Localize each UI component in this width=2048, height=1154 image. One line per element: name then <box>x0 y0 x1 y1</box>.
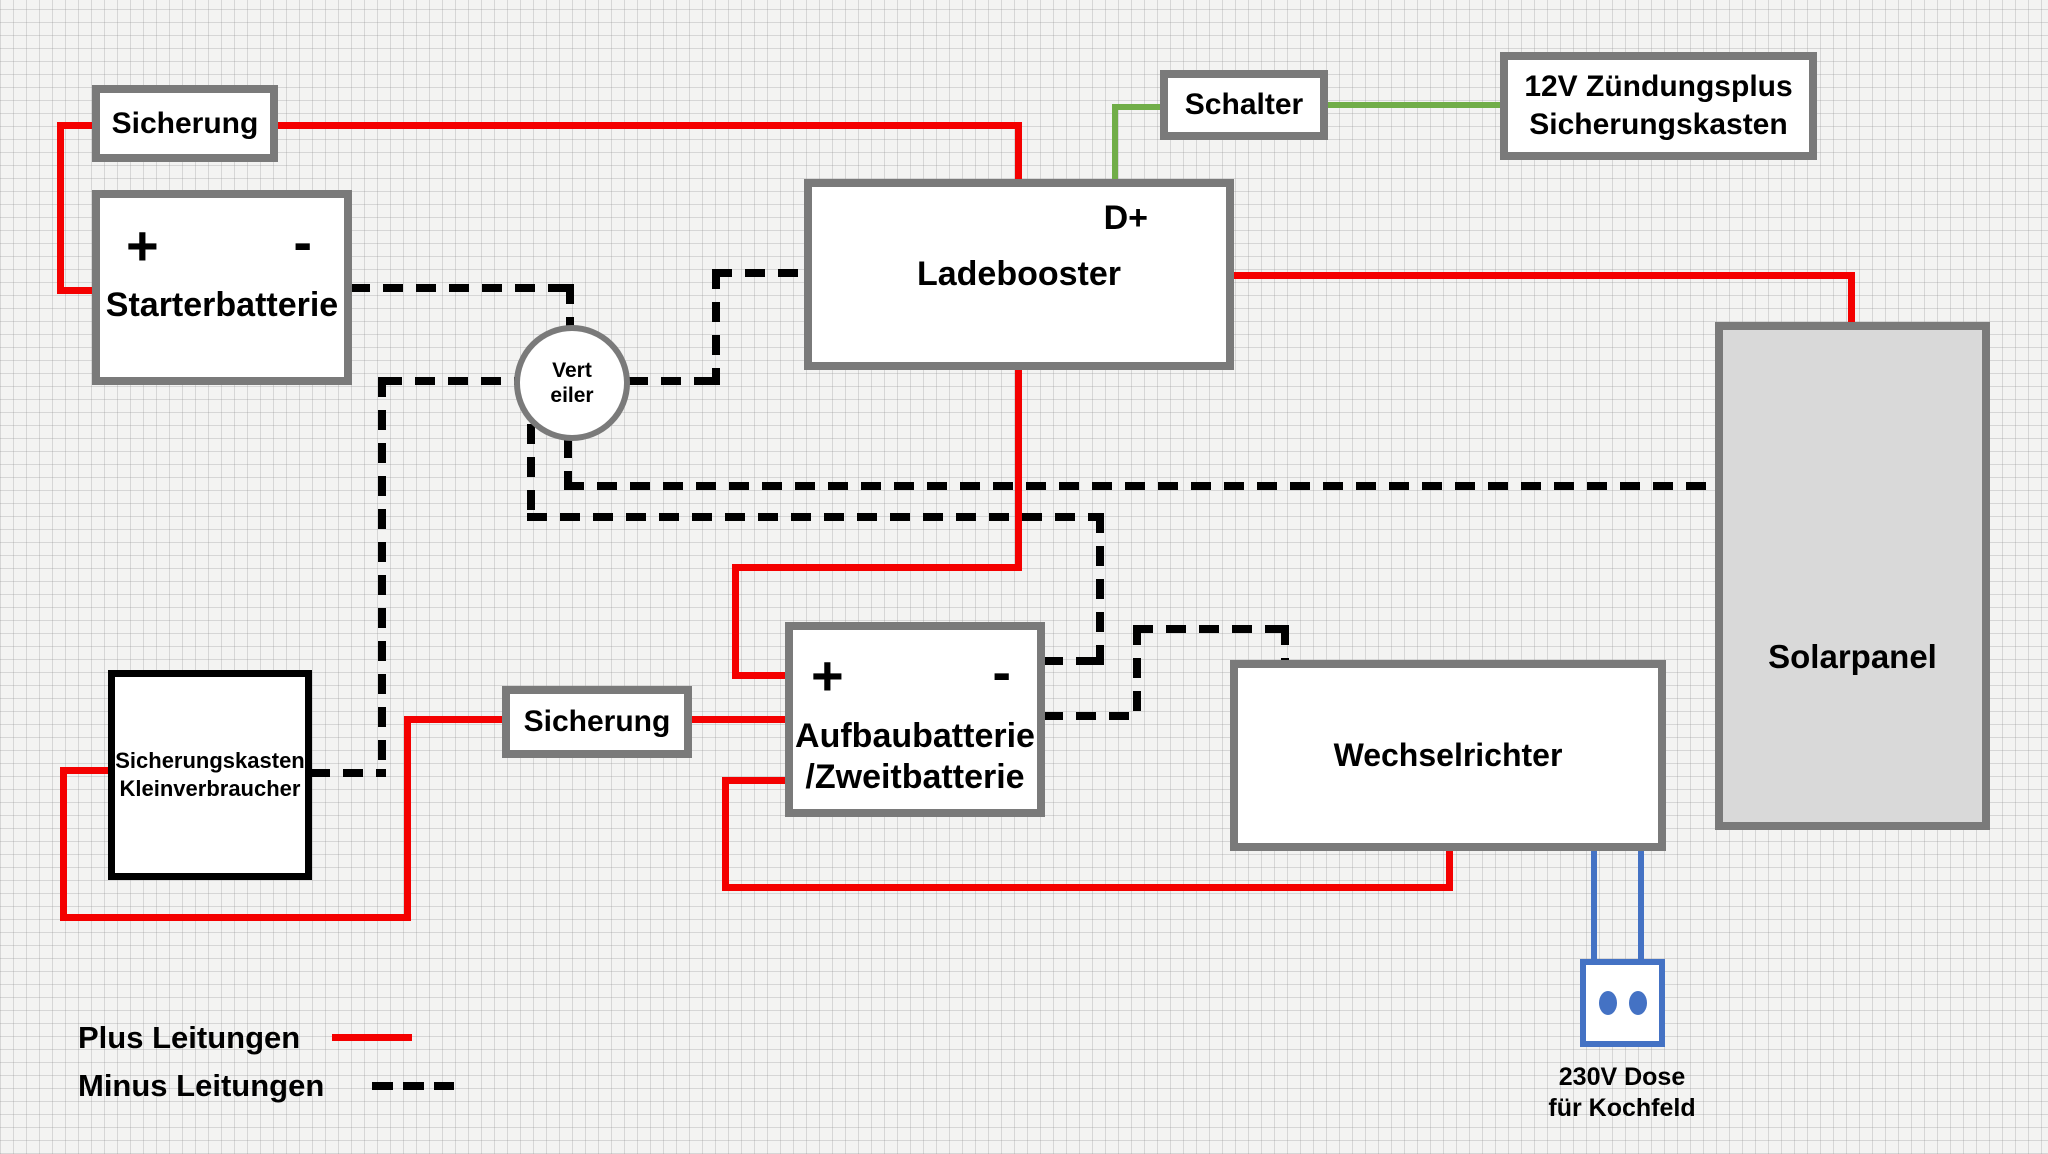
plus-wire-consumerbox-riser <box>60 767 67 921</box>
house-battery-line2: /Zweitbatterie <box>805 758 1025 796</box>
plus-wire-battery-to-inverter-v <box>722 777 729 891</box>
plus-wire-battery-to-inverter-h <box>722 884 1453 891</box>
fuse-bottom-box: Sicherung <box>502 686 692 758</box>
plus-wire-booster-to-battery-v <box>732 564 739 679</box>
legend-plus-label: Plus Leitungen <box>78 1020 301 1055</box>
minus-wire-to-booster-v <box>712 269 720 385</box>
ignition-wire-switch-to-fusebox <box>1324 102 1504 108</box>
house-battery-line1: Aufbaubatterie <box>795 717 1035 755</box>
plus-wire-left-riser <box>57 122 64 294</box>
small-consumer-fuse-box-line2: Kleinverbraucher <box>119 776 301 801</box>
plus-wire-booster-bottom-drop <box>1015 366 1022 571</box>
socket-230v <box>1580 959 1665 1047</box>
distributor-line1: Vert <box>552 359 592 382</box>
plus-wire-battery-lower-exit <box>722 777 790 784</box>
switch-label: Schalter <box>1184 88 1304 121</box>
plus-wire-booster-to-battery-h <box>732 564 1022 571</box>
house-battery-label: Aufbaubatterie /Zweitbatterie <box>793 716 1037 798</box>
house-battery-minus-terminal: - <box>992 640 1011 703</box>
minus-wire-to-house-battery-v <box>1096 513 1104 665</box>
socket-caption-line2: für Kochfeld <box>1548 1094 1696 1122</box>
starter-battery-minus-terminal: - <box>293 210 312 273</box>
switch-box: Schalter <box>1160 70 1328 140</box>
charge-booster-dplus-terminal: D+ <box>1103 199 1148 237</box>
distributor-node: Vert eiler <box>514 325 630 441</box>
distributor-label: Vert eiler <box>550 358 593 408</box>
ignition-fuse-box-label: 12V Zündungsplus Sicherungskasten <box>1524 68 1792 144</box>
small-consumer-fuse-box: Sicherungskasten Kleinverbraucher <box>108 670 312 880</box>
plus-wire-into-booster-top <box>1015 122 1022 184</box>
plus-wire-into-solar-top <box>1848 272 1855 326</box>
plus-wire-into-starter-battery <box>57 287 99 294</box>
house-battery-plus-terminal: + <box>811 644 844 707</box>
socket-pin-left-icon <box>1598 991 1617 1015</box>
minus-wire-battery-to-inverter-v <box>1133 625 1141 720</box>
solar-panel: Solarpanel <box>1715 322 1990 830</box>
fuse-top-label: Sicherung <box>111 106 259 140</box>
solar-panel-label: Solarpanel <box>1768 638 1937 675</box>
socket-230v-caption: 230V Dose für Kochfeld <box>1527 1062 1717 1124</box>
minus-wire-house-battery-lower-exit <box>1043 712 1141 720</box>
minus-wire-into-consumerbox <box>310 769 386 777</box>
fuse-bottom-label: Sicherung <box>523 705 671 738</box>
starter-battery-box: + - Starterbatterie <box>92 190 352 385</box>
legend-plus-line-sample <box>332 1034 412 1041</box>
minus-wire-distributor-bottomleft-drop <box>527 424 535 521</box>
minus-wire-into-house-battery-upper <box>1043 657 1104 665</box>
distributor-line2: eiler <box>550 384 594 407</box>
charge-booster-label: Ladebooster <box>916 255 1122 293</box>
socket-pin-right-icon <box>1628 991 1647 1015</box>
minus-wire-to-consumerbox-v <box>378 377 386 777</box>
minus-wire-to-solarpanel <box>564 482 1717 490</box>
ignition-wire-booster-to-switch <box>1112 104 1164 110</box>
minus-wire-into-distributor-top <box>566 284 574 329</box>
minus-wire-into-inverter-top <box>1281 625 1289 665</box>
ignition-fuse-box-line2: Sicherungskasten <box>1529 108 1788 141</box>
ignition-wire-into-booster <box>1112 104 1118 184</box>
plus-wire-booster-to-solar-h <box>1228 272 1855 279</box>
plus-wire-into-consumerbox <box>60 767 112 774</box>
house-battery-box: + - Aufbaubatterie /Zweitbatterie <box>785 622 1045 817</box>
inverter-label: Wechselrichter <box>1333 737 1563 773</box>
plus-wire-top-main <box>57 122 1022 129</box>
small-consumer-fuse-box-line1: Sicherungskasten <box>115 748 305 773</box>
starter-battery-label: Starterbatterie <box>105 286 339 324</box>
socket-caption-line1: 230V Dose <box>1558 1063 1686 1091</box>
ignition-fuse-box: 12V Zündungsplus Sicherungskasten <box>1500 52 1817 160</box>
minus-wire-to-house-battery-h <box>527 513 1104 521</box>
plus-wire-into-house-battery-plus <box>732 672 792 679</box>
legend-minus-line-sample <box>372 1082 454 1090</box>
minus-wire-battery-to-inverter-h <box>1133 625 1289 633</box>
small-consumer-fuse-box-label: Sicherungskasten Kleinverbraucher <box>115 747 305 803</box>
minus-wire-into-booster-left <box>712 269 806 277</box>
ignition-fuse-box-line1: 12V Zündungsplus <box>1524 70 1793 103</box>
ac-wire-right <box>1638 851 1644 963</box>
minus-wire-starter-to-distributor-h <box>350 284 578 292</box>
plus-wire-into-inverter-bottom <box>1446 848 1453 891</box>
plus-wire-fuse2-to-battery <box>688 716 792 723</box>
minus-wire-distributor-right-stub <box>628 377 720 385</box>
ac-wire-left <box>1591 851 1597 963</box>
starter-battery-plus-terminal: + <box>126 214 159 277</box>
minus-wire-distributor-bottom-drop <box>564 438 572 490</box>
charge-booster-box: D+ Ladebooster <box>804 179 1234 370</box>
inverter-box: Wechselrichter <box>1230 660 1666 851</box>
plus-wire-bottom-riser <box>404 716 411 921</box>
plus-wire-riser-to-fuse2 <box>404 716 506 723</box>
fuse-top-box: Sicherung <box>92 85 278 162</box>
plus-wire-bottom-left-h <box>60 914 411 921</box>
legend-minus-label: Minus Leitungen <box>78 1068 325 1103</box>
minus-wire-distributor-left-stub <box>382 377 518 385</box>
